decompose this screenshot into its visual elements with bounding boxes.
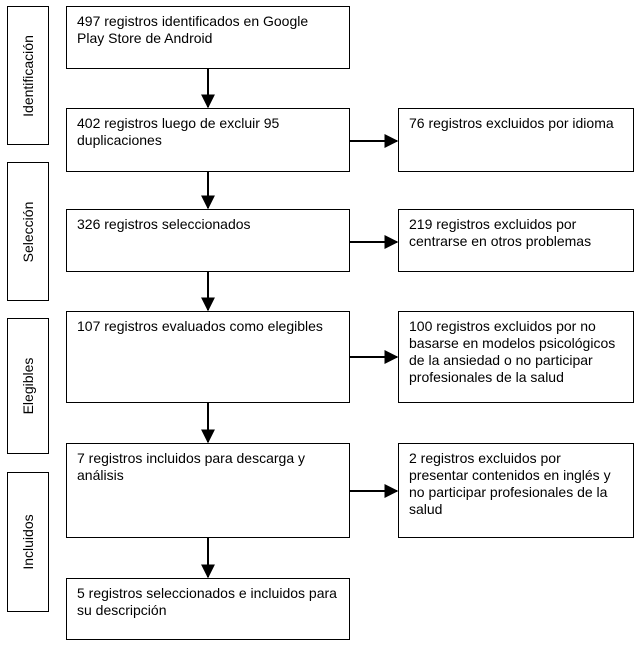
box-selected: 326 registros seleccionados	[66, 209, 350, 272]
box-excluded-other-problems: 219 registros excluidos por centrarse en…	[398, 209, 634, 272]
box-excluded-not-psych: 100 registros excluidos por no basarse e…	[398, 311, 634, 403]
box-final: 5 registros seleccionados e incluidos pa…	[66, 578, 350, 640]
box-excluded-english: 2 registros excluidos por presentar cont…	[398, 443, 634, 538]
box-after-dedup: 402 registros luego de excluir 95 duplic…	[66, 108, 350, 172]
stage-elegibles: Elegibles	[7, 318, 49, 454]
box-identified: 497 registros identificados en Google Pl…	[66, 6, 350, 69]
box-included-download: 7 registros incluidos para descarga y an…	[66, 443, 350, 538]
stage-identificacion: Identificación	[7, 6, 49, 145]
box-eligible: 107 registros evaluados como elegibles	[66, 311, 350, 403]
stage-seleccion: Selección	[7, 162, 49, 301]
stage-incluidos: Incluidos	[7, 472, 49, 612]
box-excluded-language: 76 registros excluidos por idioma	[398, 108, 634, 172]
